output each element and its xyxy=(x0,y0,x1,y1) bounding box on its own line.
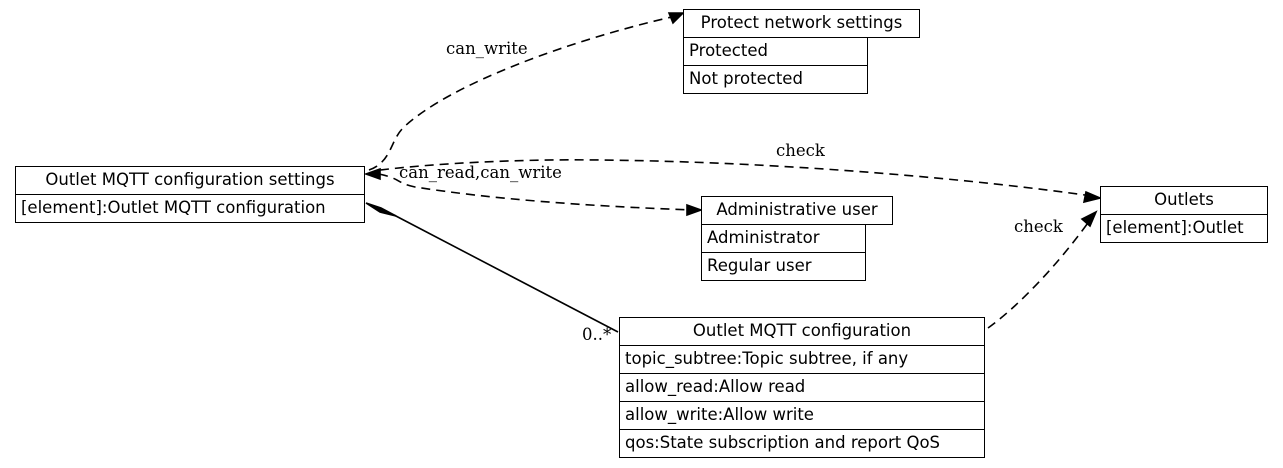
node-attribute-row: allow_write:Allow write xyxy=(619,401,985,430)
edge-check-settings-outlets xyxy=(379,159,1103,204)
edge-can-write xyxy=(368,12,685,171)
edge-label-can-read-can-write: can_read,can_write xyxy=(399,163,562,182)
edge-check-config-outlets xyxy=(987,210,1098,329)
edge-label-multiplicity: 0..* xyxy=(582,325,612,344)
node-attribute-row: allow_read:Allow read xyxy=(619,373,985,402)
edge-can-read-can-write xyxy=(363,167,704,217)
node-attribute-row: Not protected xyxy=(683,65,868,94)
composition-diamond xyxy=(365,202,397,217)
edge-label-can-write: can_write xyxy=(446,39,528,58)
node-header: Protect network settings xyxy=(683,9,920,38)
edge-label-check-config-outlets: check xyxy=(1014,217,1063,236)
node-header: Outlets xyxy=(1100,186,1268,215)
node-outlet-mqtt-configuration[interactable]: Outlet MQTT configuration topic_subtree:… xyxy=(619,317,985,458)
node-outlet-mqtt-configuration-settings[interactable]: Outlet MQTT configuration settings [elem… xyxy=(15,166,365,223)
arrowhead-into-settings-box xyxy=(363,167,381,181)
node-attribute-row: Administrator xyxy=(701,224,866,253)
node-header: Administrative user xyxy=(701,196,893,225)
node-attribute-row: Regular user xyxy=(701,252,866,281)
node-attribute-row: [element]:Outlet MQTT configuration xyxy=(15,194,365,223)
node-attribute-row: [element]:Outlet xyxy=(1100,214,1268,243)
node-header: Outlet MQTT configuration xyxy=(619,317,985,346)
node-administrative-user[interactable]: Administrative user Administrator Regula… xyxy=(701,196,893,281)
node-outlets[interactable]: Outlets [element]:Outlet xyxy=(1100,186,1268,243)
edge-label-check-settings-outlets: check xyxy=(776,141,825,160)
node-attribute-row: qos:State subscription and report QoS xyxy=(619,429,985,458)
node-header: Outlet MQTT configuration settings xyxy=(15,166,365,195)
node-attribute-row: topic_subtree:Topic subtree, if any xyxy=(619,345,985,374)
node-protect-network-settings[interactable]: Protect network settings Protected Not p… xyxy=(683,9,920,94)
edge-composition xyxy=(365,202,619,333)
node-attribute-row: Protected xyxy=(683,37,868,66)
